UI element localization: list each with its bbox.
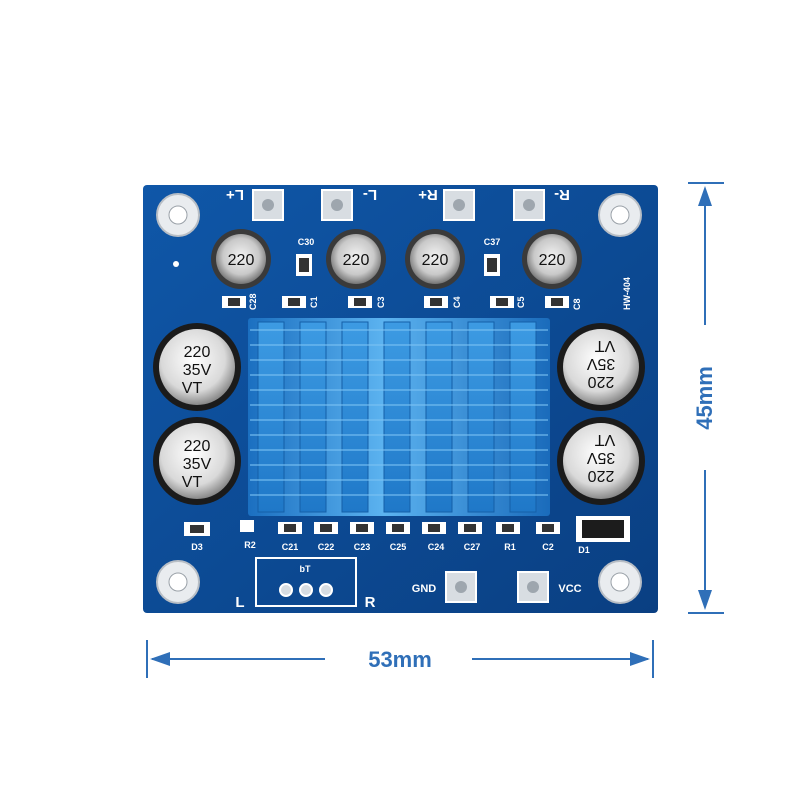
cap-series: VT (595, 431, 616, 448)
inductor: 220 (326, 229, 386, 289)
amplifier-board: L+ L- R+ R- 220 220 220 220 C30 (143, 185, 658, 613)
width-dimension: 53mm (146, 640, 654, 678)
electrolytic-capacitor: 220 35V VT (557, 417, 645, 505)
label-c28: C28 (248, 293, 258, 310)
heatsink-fin (425, 321, 453, 513)
label-c21: C21 (282, 542, 299, 552)
label-c3: C3 (376, 296, 386, 308)
power-pad-gnd (445, 571, 477, 603)
inductor-marking: 220 (228, 252, 255, 269)
label-l-plus: L+ (226, 186, 244, 203)
label-r-plus: R+ (418, 186, 438, 203)
label-d3: D3 (191, 542, 203, 552)
electrolytic-capacitor: 220 35V VT (557, 323, 645, 411)
label-c27: C27 (464, 542, 481, 552)
cap-series: VT (595, 337, 616, 354)
output-pad-l-minus (321, 189, 353, 221)
cap-voltage: 35V (586, 355, 615, 372)
inductor: 220 (405, 229, 465, 289)
mounting-hole-icon (598, 560, 642, 604)
output-pad-r-minus (513, 189, 545, 221)
heatsink-fin (299, 321, 327, 513)
heatsink-fin (383, 321, 411, 513)
width-label: 53mm (368, 647, 432, 672)
heatsink (248, 318, 550, 516)
label-r-minus: R- (554, 186, 570, 203)
svg-text:C37: C37 (484, 237, 501, 247)
label-c1: C1 (309, 296, 319, 308)
cap-series: VT (182, 380, 203, 397)
inductor-marking: 220 (343, 252, 370, 269)
label-c4: C4 (452, 296, 462, 308)
cap-value: 220 (184, 438, 211, 455)
heatsink-fin (341, 321, 369, 513)
label-c2: C2 (542, 542, 554, 552)
electrolytic-capacitor: 220 35V VT (153, 417, 241, 505)
label-input-right: R (365, 594, 376, 611)
output-pad-l-plus (252, 189, 284, 221)
label-c23: C23 (354, 542, 371, 552)
cap-value: 220 (184, 344, 211, 361)
smd-row-lower (184, 516, 630, 542)
label-c24: C24 (428, 542, 445, 552)
label-l-minus: L- (363, 186, 377, 203)
power-pad-vcc (517, 571, 549, 603)
smd-capacitor-c30: C30 (296, 237, 314, 276)
height-dimension: 45mm (688, 182, 724, 614)
inductor: 220 (522, 229, 582, 289)
cap-value: 220 (588, 467, 615, 484)
label-c8: C8 (572, 298, 582, 310)
inductor-marking: 220 (539, 252, 566, 269)
label-vcc: VCC (558, 583, 581, 595)
label-d1: D1 (578, 545, 590, 555)
svg-text:C30: C30 (298, 237, 315, 247)
label-input-left: L (235, 594, 244, 611)
electrolytic-capacitor: 220 35V VT (153, 323, 241, 411)
smd-capacitor-c37: C37 (484, 237, 501, 276)
input-connector: bT (255, 557, 357, 607)
connector-pin-mark: bT (300, 564, 311, 574)
mounting-hole-icon (598, 193, 642, 237)
heatsink-fin (257, 321, 285, 513)
cap-series: VT (182, 474, 203, 491)
heatsink-fin (467, 321, 495, 513)
label-c22: C22 (318, 542, 335, 552)
label-gnd: GND (412, 583, 437, 595)
fiducial-dot (173, 261, 179, 267)
mounting-hole-icon (156, 560, 200, 604)
label-c25: C25 (390, 542, 407, 552)
smd-row-upper (222, 296, 569, 308)
cap-voltage: 35V (183, 362, 212, 379)
output-pad-r-plus (443, 189, 475, 221)
cap-voltage: 35V (183, 456, 212, 473)
label-c5: C5 (516, 296, 526, 308)
label-r2: R2 (244, 540, 256, 550)
inductor-marking: 220 (422, 252, 449, 269)
heatsink-fin (509, 321, 537, 513)
cap-value: 220 (588, 373, 615, 390)
cap-voltage: 35V (586, 449, 615, 466)
inductor: 220 (211, 229, 271, 289)
height-label: 45mm (692, 366, 717, 430)
model-label: HW-404 (622, 277, 632, 310)
label-r1: R1 (504, 542, 516, 552)
mounting-hole-icon (156, 193, 200, 237)
